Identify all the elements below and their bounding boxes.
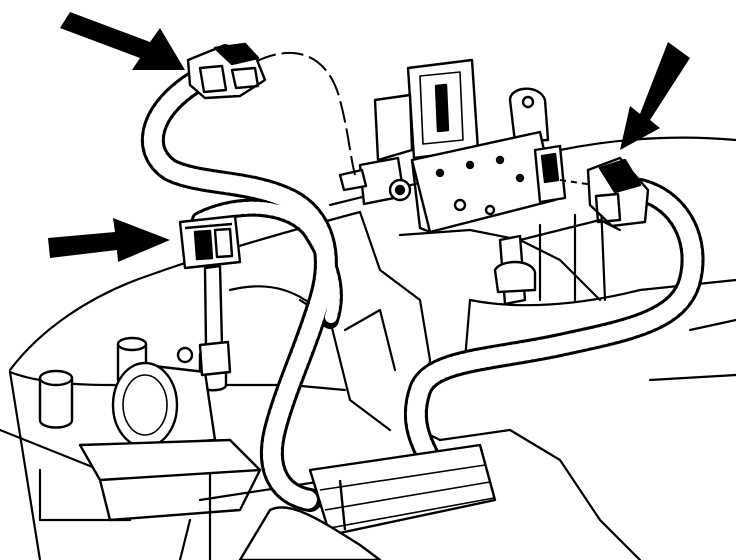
upper-left-harness-connector xyxy=(186,42,267,100)
middle-left-harness-connector xyxy=(178,214,242,377)
fuel-rail xyxy=(238,443,497,560)
callout-arrow-2 xyxy=(48,218,170,262)
arrow-2-icon xyxy=(48,218,170,262)
thin-wire xyxy=(254,52,356,176)
ignition-module-bracket xyxy=(338,58,567,306)
arrow-3-icon xyxy=(620,42,690,150)
callout-arrow-3 xyxy=(620,42,690,150)
callout-arrow-1 xyxy=(60,12,185,70)
arrow-1-icon xyxy=(60,12,185,70)
right-harness-connector xyxy=(586,156,650,228)
wiring-harness xyxy=(140,70,705,512)
